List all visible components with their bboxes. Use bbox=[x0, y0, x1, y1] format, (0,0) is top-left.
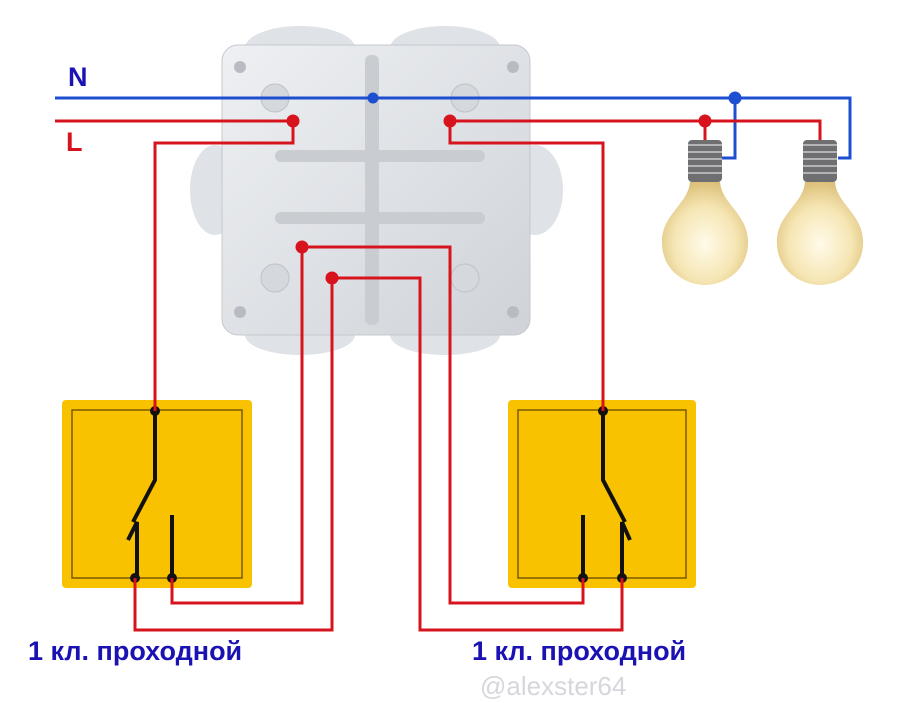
watermark: @alexster64 bbox=[480, 671, 627, 701]
line-wire bbox=[55, 114, 822, 632]
pass-through-switch-right bbox=[508, 400, 696, 588]
light-bulb bbox=[776, 140, 864, 285]
line-label: L bbox=[66, 127, 83, 157]
pass-through-switch-left bbox=[62, 400, 252, 588]
switch-label-left: 1 кл. проходной bbox=[28, 636, 243, 666]
neutral-wire bbox=[55, 91, 852, 160]
switch-label-right: 1 кл. проходной bbox=[472, 636, 687, 666]
neutral-label: N bbox=[68, 62, 88, 92]
light-bulb bbox=[661, 140, 749, 285]
junction-box bbox=[190, 26, 563, 355]
